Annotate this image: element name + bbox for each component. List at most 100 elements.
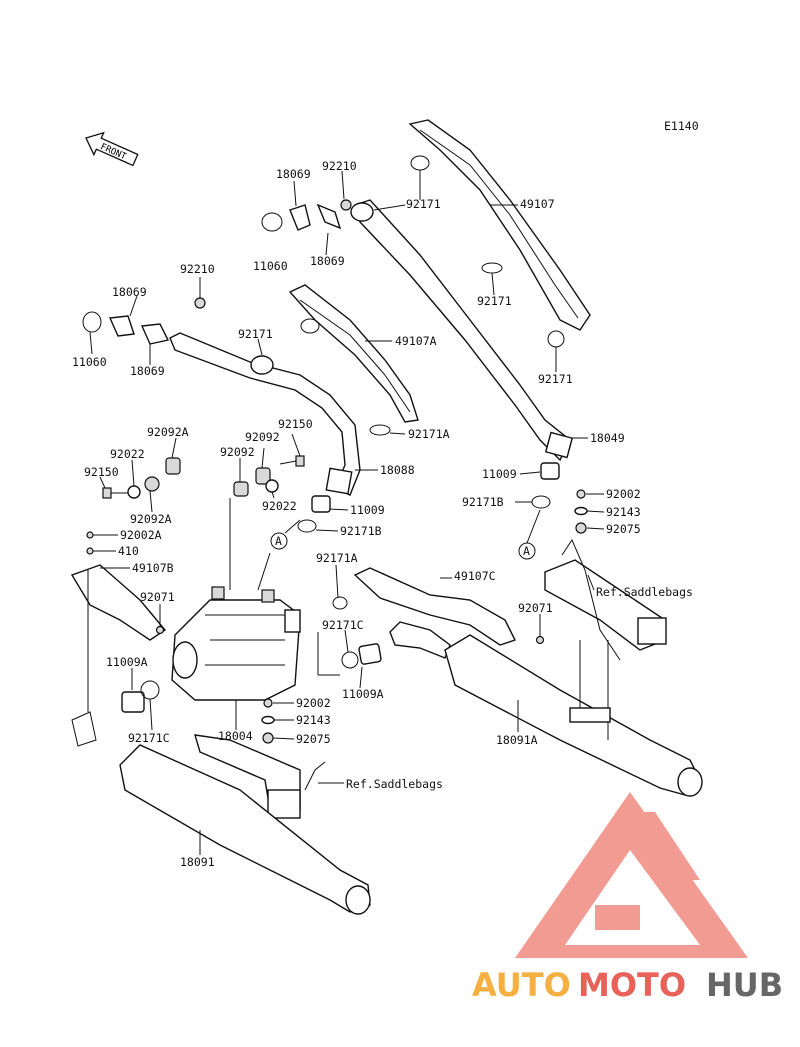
gasket-11060-top bbox=[261, 212, 283, 232]
screw-92002A bbox=[86, 531, 94, 539]
label-11009A-left: 11009A bbox=[106, 655, 148, 669]
grommet-92092-b bbox=[255, 467, 271, 485]
flange-18069-top2 bbox=[316, 203, 342, 230]
nut-92075-mid bbox=[262, 732, 274, 744]
screw-92071-right bbox=[535, 635, 545, 645]
label-92092-a: 92092 bbox=[220, 445, 255, 459]
label-49107B: 49107B bbox=[132, 561, 174, 575]
label-92171B-mid: 92171B bbox=[340, 524, 382, 538]
label-92171-right: 92171 bbox=[538, 372, 573, 386]
flange-18069-top bbox=[289, 204, 311, 231]
connector-11009A-left bbox=[121, 691, 145, 713]
label-92075-mid: 92075 bbox=[296, 732, 331, 746]
bolt-92002-right bbox=[576, 489, 586, 499]
heat-guard-49107C bbox=[353, 567, 516, 646]
label-18069-top: 18069 bbox=[276, 167, 311, 181]
connector-11009-mid bbox=[311, 495, 331, 513]
clamp-92171-top bbox=[410, 155, 430, 171]
part-410 bbox=[86, 547, 94, 555]
leader-lines bbox=[89, 170, 605, 855]
label-92022-mid: 92022 bbox=[262, 499, 297, 513]
grommet-92092-a bbox=[233, 481, 249, 497]
label-92002-right: 92002 bbox=[606, 487, 641, 501]
marker-a-left bbox=[270, 532, 288, 550]
label-92171A-mid: 92171A bbox=[316, 551, 358, 565]
marker-a-left-label: A bbox=[275, 534, 282, 548]
label-92075-right: 92075 bbox=[606, 522, 641, 536]
label-92002-mid: 92002 bbox=[296, 696, 331, 710]
connector-11009-right bbox=[540, 462, 560, 480]
gasket-11060-left bbox=[82, 311, 102, 333]
label-92092-b: 92092 bbox=[245, 430, 280, 444]
clamp-92171-mid bbox=[481, 262, 503, 274]
silencer-18091 bbox=[71, 711, 371, 915]
label-11060-top: 11060 bbox=[253, 259, 288, 273]
automotohub-logo-mark bbox=[515, 792, 748, 958]
label-92171C-left: 92171C bbox=[128, 731, 170, 745]
label-92092A-top: 92092A bbox=[147, 425, 189, 439]
heat-guard-49107 bbox=[408, 119, 591, 331]
label-92171C-mid: 92171C bbox=[322, 618, 364, 632]
label-92171-top: 92171 bbox=[406, 197, 441, 211]
clamp-92171B-mid bbox=[297, 519, 317, 533]
label-92210-left: 92210 bbox=[180, 262, 215, 276]
grommet-92092A bbox=[165, 457, 181, 475]
heat-guard-49107A bbox=[288, 284, 419, 423]
label-92171-mid: 92171 bbox=[477, 294, 512, 308]
bolt-92150-left bbox=[102, 487, 128, 499]
part-labels: 18069 92210 11060 18069 92171 49107 9217… bbox=[72, 159, 693, 869]
exhaust-pipe-18088 bbox=[169, 332, 361, 496]
clamp-92171A-mid bbox=[332, 596, 348, 610]
label-18091: 18091 bbox=[180, 855, 215, 869]
bolt-92150-mid bbox=[279, 455, 305, 467]
label-49107: 49107 bbox=[520, 197, 555, 211]
label-92210-top: 92210 bbox=[322, 159, 357, 173]
label-92171B-right: 92171B bbox=[462, 495, 504, 509]
label-92092A-low: 92092A bbox=[130, 512, 172, 526]
bracket-right bbox=[544, 538, 667, 740]
label-11060-left: 11060 bbox=[72, 355, 107, 369]
watermark-hub: HUB bbox=[706, 966, 783, 1004]
label-11009A-mid: 11009A bbox=[342, 687, 384, 701]
clamp-92171A-top bbox=[369, 424, 391, 436]
label-18091A: 18091A bbox=[496, 733, 538, 747]
nut-92075-right bbox=[575, 522, 587, 534]
label-92150-left: 92150 bbox=[84, 465, 119, 479]
ref-saddlebags-left: Ref.Saddlebags bbox=[346, 777, 443, 791]
exhaust-pipe-18049 bbox=[350, 199, 574, 462]
clamp-92171C-mid bbox=[341, 651, 359, 669]
label-92143-mid: 92143 bbox=[296, 713, 331, 727]
clamp-92171C-left bbox=[140, 680, 160, 700]
flange-18069-left bbox=[108, 315, 135, 337]
label-92071-left: 92071 bbox=[140, 590, 175, 604]
clamp-92171B-right bbox=[531, 495, 551, 509]
label-92171-left: 92171 bbox=[238, 327, 273, 341]
nut-92210-left bbox=[194, 297, 206, 309]
label-18069-left: 18069 bbox=[112, 285, 147, 299]
label-49107C: 49107C bbox=[454, 569, 496, 583]
nut-92210-top bbox=[340, 199, 352, 211]
label-92071-right: 92071 bbox=[518, 601, 553, 615]
watermark-automotohub: AUTO MOTO HUB bbox=[472, 966, 783, 1004]
flange-18069-left2 bbox=[140, 323, 170, 345]
label-18004: 18004 bbox=[218, 729, 253, 743]
muffler-18004 bbox=[171, 586, 301, 701]
front-arrow: FRONT bbox=[85, 131, 139, 167]
marker-a-right-label: A bbox=[523, 544, 530, 558]
diagram-code: E1140 bbox=[664, 119, 699, 133]
label-18069-left2: 18069 bbox=[130, 364, 165, 378]
clamp-92171-left bbox=[300, 318, 320, 334]
label-11009-right: 11009 bbox=[482, 467, 517, 481]
washer-92143-mid bbox=[261, 715, 275, 725]
connector-11009A-mid bbox=[358, 643, 382, 665]
label-92002A: 92002A bbox=[120, 528, 162, 542]
label-18049: 18049 bbox=[590, 431, 625, 445]
washer-92022-left bbox=[127, 485, 141, 499]
collar-92092A bbox=[144, 476, 160, 492]
watermark-moto: MOTO bbox=[578, 966, 686, 1004]
bracket-left bbox=[194, 734, 326, 819]
clamp-92171-right bbox=[547, 330, 565, 348]
label-49107A: 49107A bbox=[395, 334, 437, 348]
screw-92071-left bbox=[155, 625, 165, 635]
